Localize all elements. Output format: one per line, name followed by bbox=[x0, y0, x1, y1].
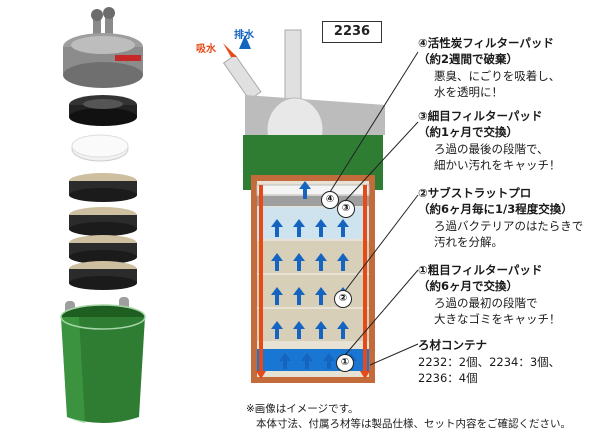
callout-desc-line: ろ過の最後の段階で、 bbox=[434, 142, 549, 156]
callout-title: ③細目フィルターパッド bbox=[418, 109, 543, 123]
callout-title: ろ材コンテナ bbox=[418, 338, 487, 352]
marker-4: ④ bbox=[321, 191, 339, 209]
intake-label: 吸水 bbox=[196, 44, 216, 55]
callout-desc-line: ろ過の最初の段階で bbox=[434, 296, 538, 310]
callout-sub: （約1ヶ月で交換） bbox=[418, 125, 519, 139]
callout-desc-line: 汚れを分解。 bbox=[434, 235, 503, 249]
callout-desc-line: 2232：2個、2234：3個、 bbox=[418, 355, 561, 369]
callout-desc-line: 大きなゴミをキャッチ！ bbox=[434, 312, 561, 326]
white-pad-part bbox=[71, 134, 129, 162]
green-canister-part bbox=[60, 297, 146, 423]
media-trays-part bbox=[69, 173, 137, 290]
footnote-line-1: ※画像はイメージです。 bbox=[246, 403, 359, 415]
callout-desc-line: ろ過バクテリアのはたらきで bbox=[434, 219, 584, 233]
callout-sub: （約2週間で破棄） bbox=[418, 52, 519, 66]
callout-sub: （約6ヶ月で交換） bbox=[418, 279, 519, 293]
filter-head-part bbox=[63, 7, 143, 88]
callout-desc-line: 2236：4個 bbox=[418, 371, 478, 385]
marker-2: ② bbox=[334, 290, 352, 308]
callout-title: ②サブストラットプロ bbox=[418, 186, 532, 200]
callout-desc-line: 細かい汚れをキャッチ！ bbox=[434, 158, 561, 172]
callout-desc-line: 水を透明に！ bbox=[434, 85, 503, 99]
callout-sub: （約6ヶ月毎に1/3程度交換） bbox=[418, 202, 573, 216]
callout-title: ①粗目フィルターパッド bbox=[418, 263, 543, 277]
model-label: 2236 bbox=[322, 21, 382, 43]
grid-basket-part bbox=[69, 95, 137, 126]
callout-title: ④活性炭フィルターパッド bbox=[418, 36, 554, 50]
exploded-parts-illustration bbox=[45, 5, 175, 425]
marker-1: ① bbox=[336, 354, 354, 372]
callout-desc-line: 悪臭、にごりを吸着し、 bbox=[434, 69, 561, 83]
footnote-line-2: 本体寸法、付属ろ材等は製品仕様、セット内容をご確認ください。 bbox=[256, 418, 571, 430]
outlet-label: 排水 bbox=[234, 30, 254, 41]
